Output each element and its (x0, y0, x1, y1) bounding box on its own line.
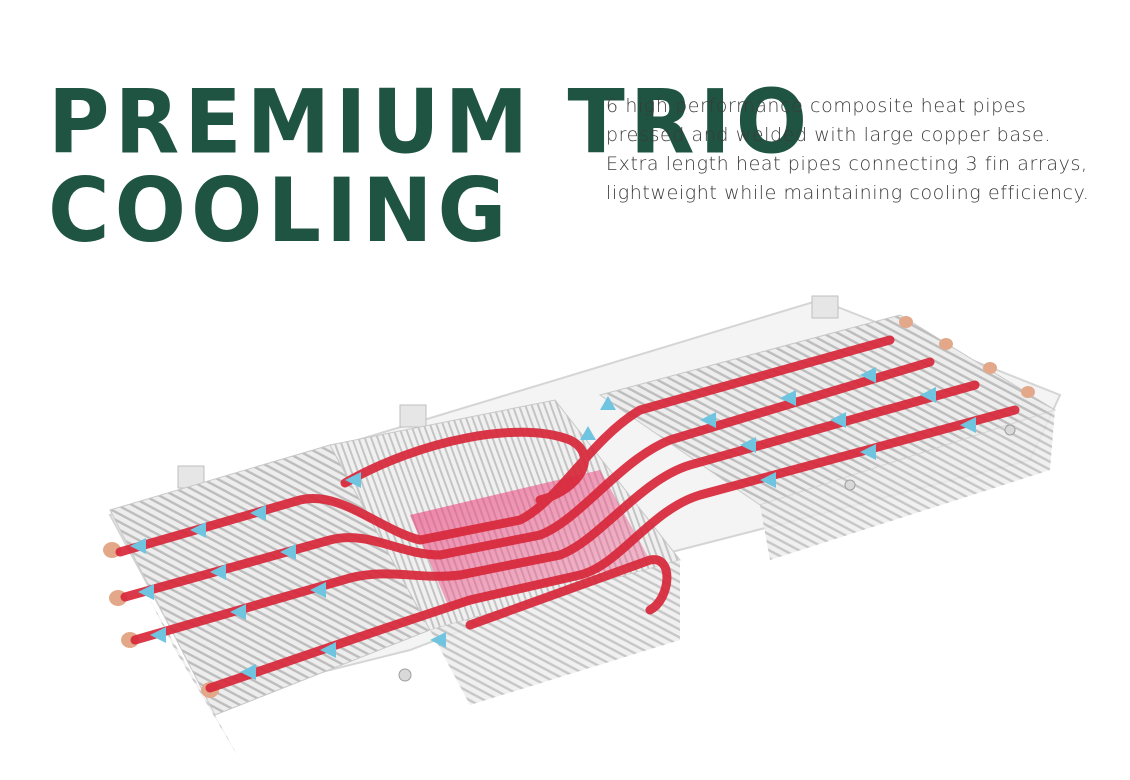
headline-line-1: PREMIUM TRIO (48, 70, 813, 174)
mounting-tab-3 (811, 295, 839, 319)
headline: PREMIUM TRIO COOLING (48, 70, 813, 262)
description-line-3: Extra length heat pipes connecting 3 fin… (606, 153, 1088, 175)
flow-arrows (130, 367, 976, 680)
fin-array-middle-skirt (430, 560, 680, 705)
description-line-1: 6 high performance composite heat pipes (606, 95, 1027, 117)
pipe-ends-right (899, 316, 1035, 398)
screws (398, 424, 1016, 682)
description-line-4: lightweight while maintaining cooling ef… (606, 182, 1090, 204)
description-line-2: pressed and welded with large copper bas… (606, 124, 1052, 146)
heatsink-illustration (103, 295, 1062, 760)
fin-array-left-skirt (150, 600, 240, 760)
heat-pipes (115, 335, 1020, 693)
fin-array-right-skirt (760, 410, 1055, 560)
headline-line-2: COOLING (48, 158, 512, 262)
mounting-tab-2 (399, 404, 427, 428)
description: 6 high performance composite heat pipes … (606, 92, 1106, 208)
